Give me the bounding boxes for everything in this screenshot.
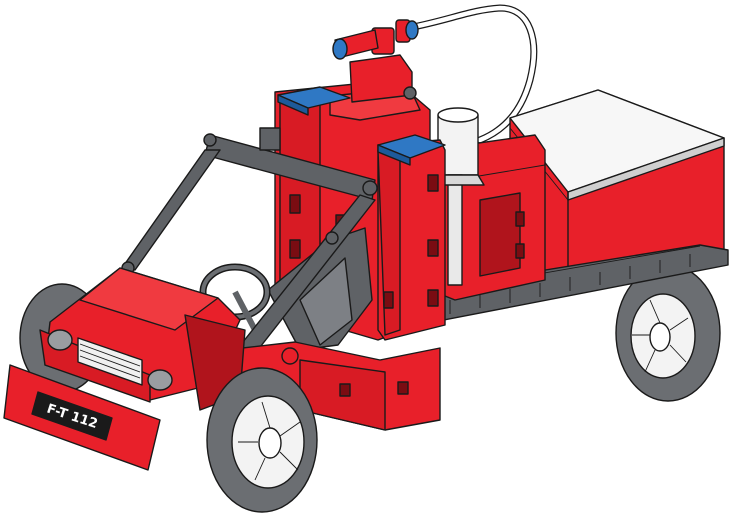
roll-cage [121, 127, 378, 361]
blue-cap-left [277, 86, 351, 116]
water-hose [404, 4, 538, 144]
headlight-right [147, 369, 173, 391]
front-right-wheel [206, 367, 318, 513]
water-cannon [332, 19, 419, 103]
driver-seat [267, 227, 373, 351]
front-grille [77, 337, 143, 386]
front-tower [377, 134, 446, 341]
headlight-left [47, 329, 73, 351]
water-tank [509, 89, 725, 286]
rear-right-wheel [615, 264, 721, 402]
pump-cylinder [433, 107, 485, 286]
lower-base [224, 341, 441, 431]
